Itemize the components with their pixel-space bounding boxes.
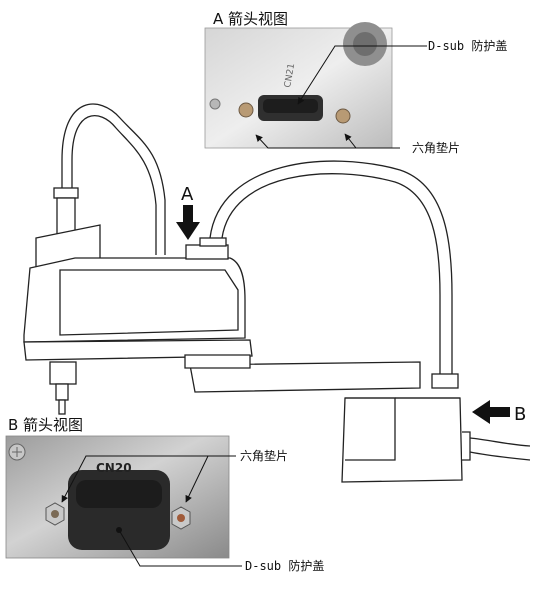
view-b-callouts [61, 455, 242, 567]
view-a-photo: CN21 [204, 22, 393, 149]
view-a-title: A 箭头视图 [213, 10, 288, 28]
view-a-callouts [255, 45, 427, 149]
view-b-connector-label: CN20 [96, 461, 132, 475]
spline-shaft [49, 361, 77, 385]
view-b-title: B 箭头视图 [8, 416, 83, 434]
second-arm [189, 361, 421, 393]
hex-spacer-icon [45, 502, 65, 526]
view-a-gasket-label: 六角垫片 [412, 140, 460, 155]
cable-loop-left [61, 103, 166, 255]
arrow-a: A [176, 184, 200, 240]
base-box [341, 397, 463, 483]
view-b-cover-label: D-sub 防护盖 [245, 558, 324, 573]
arrow-b-label: B [514, 404, 526, 425]
view-b-photo: CN20 [5, 435, 230, 559]
arrow-a-label: A [181, 184, 194, 205]
view-a-connector-label: CN21 [283, 63, 297, 89]
view-a-cover-label: D-sub 防护盖 [428, 38, 507, 53]
cable-loop-right [209, 160, 453, 375]
view-b-gasket-label: 六角垫片 [240, 448, 288, 463]
hex-spacer-icon [238, 102, 254, 118]
hex-spacer-icon [171, 506, 191, 530]
scara-robot [23, 103, 531, 483]
hex-spacer-icon [335, 108, 351, 124]
arrow-b: B [472, 400, 526, 425]
screw-icon [209, 98, 221, 110]
